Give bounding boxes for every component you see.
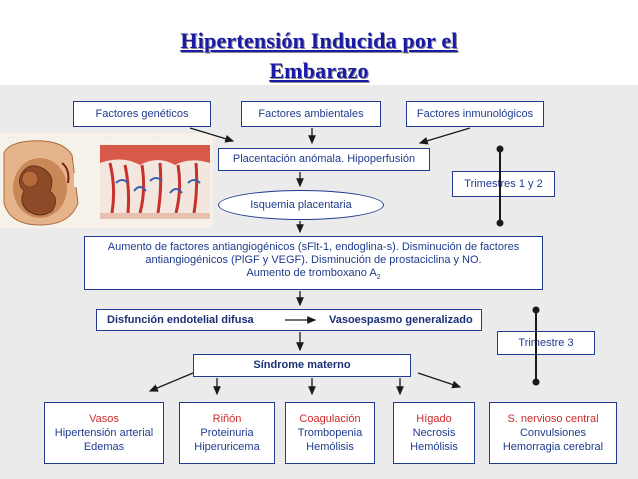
angiogenic-factors-line-2: antiangiogénicos (PlGF y VEGF). Disminuc… — [145, 254, 482, 267]
organ-box-kidney: Riñón Proteinuria Hiperuricema — [179, 402, 275, 464]
organ-title-kidney: Riñón — [212, 413, 242, 425]
organ-box-cns: S. nervioso central Convulsiones Hemorra… — [489, 402, 617, 464]
organ-line-coagulation-1: Trombopenia — [297, 427, 363, 439]
endothelial-dysfunction-box: Disfunción endotelial difusa Vasoespasmo… — [96, 309, 482, 331]
organ-box-coagulation: Coagulación Trombopenia Hemólisis — [285, 402, 375, 464]
organ-line-liver-2: Hemólisis — [410, 441, 458, 453]
organ-title-cns: S. nervioso central — [507, 413, 599, 425]
organ-line-vessels-1: Hipertensión arterial — [54, 427, 154, 439]
organ-line-coagulation-2: Hemólisis — [306, 441, 354, 453]
vasospasm-label: Vasoespasmo generalizado — [329, 313, 473, 326]
organ-box-liver: Hígado Necrosis Hemólisis — [393, 402, 475, 464]
organ-line-cns-1: Convulsiones — [519, 427, 587, 439]
environmental-factors-box: Factores ambientales — [241, 101, 381, 127]
thromboxane-text: Aumento de tromboxano A — [246, 267, 377, 280]
trimesters-1-2-box: Trimestres 1 y 2 — [452, 171, 555, 197]
angiogenic-factors-line-1: Aumento de factores antiangiogénicos (sF… — [107, 241, 520, 254]
organ-line-cns-2: Hemorragia cerebral — [502, 441, 604, 453]
organ-line-liver-1: Necrosis — [412, 427, 456, 439]
organ-title-coagulation: Coagulación — [299, 413, 361, 425]
thromboxane-subscript: 2 — [376, 274, 381, 282]
placentation-box: Placentación anómala. Hipoperfusión — [218, 148, 430, 171]
ischemia-label: Isquemia placentaria — [250, 199, 352, 211]
immunological-factors-box: Factores inmunológicos — [406, 101, 544, 127]
organ-line-vessels-2: Edemas — [83, 441, 125, 453]
ischemia-ellipse: Isquemia placentaria — [218, 190, 384, 220]
organ-line-kidney-2: Hiperuricema — [194, 441, 260, 453]
organ-title-vessels: Vasos — [89, 413, 119, 425]
slide-title-line-2: Embarazo — [269, 58, 369, 83]
dysfunction-label: Disfunción endotelial difusa — [107, 313, 254, 326]
placenta-illustration-graphic — [0, 133, 213, 228]
slide-title-line-1: Hipertensión Inducida por el — [180, 28, 458, 53]
placenta-illustration: · · · · · · · · · · · · · · · — [0, 133, 213, 228]
organ-title-liver: Hígado — [416, 413, 452, 425]
organ-line-kidney-1: Proteinuria — [200, 427, 254, 439]
genetic-factors-box: Factores genéticos — [73, 101, 211, 127]
trimester-3-box: Trimestre 3 — [497, 331, 595, 355]
maternal-syndrome-box: Síndrome materno — [193, 354, 411, 377]
organ-box-vessels: Vasos Hipertensión arterial Edemas — [44, 402, 164, 464]
angiogenic-factors-box: Aumento de factores antiangiogénicos (sF… — [84, 236, 543, 290]
angiogenic-factors-line-3: Aumento de tromboxano A2 — [246, 267, 380, 284]
